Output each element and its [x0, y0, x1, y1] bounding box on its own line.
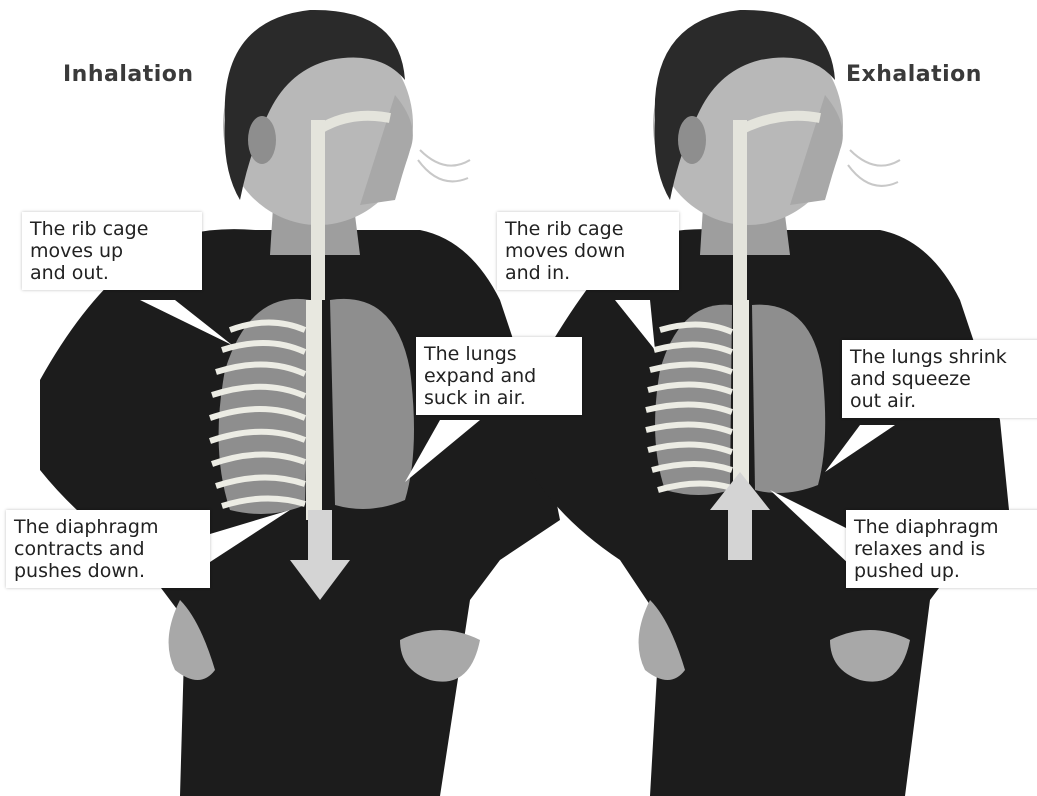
inhalation-rib-cage-callout: The rib cage moves up and out.	[22, 212, 202, 290]
callout-line: suck in air.	[424, 387, 574, 409]
callout-line: and squeeze	[850, 368, 1037, 390]
callout-line: The diaphragm	[854, 516, 1034, 538]
callout-line: and out.	[30, 262, 194, 284]
exhalation-diaphragm-callout: The diaphragm relaxes and is pushed up.	[846, 510, 1037, 588]
callout-line: The rib cage	[505, 218, 671, 240]
inhalation-breath-lines	[418, 150, 470, 181]
exhalation-rib-cage-callout: The rib cage moves down and in.	[497, 212, 679, 290]
callout-line: expand and	[424, 365, 574, 387]
exhalation-heading: Exhalation	[846, 62, 982, 87]
exhalation-sternum	[733, 300, 749, 500]
callout-line: relaxes and is	[854, 538, 1034, 560]
callout-line: contracts and	[14, 538, 202, 560]
callout-line: The diaphragm	[14, 516, 202, 538]
exhalation-ear	[678, 116, 706, 164]
callout-line: and in.	[505, 262, 671, 284]
inhalation-lungs-callout: The lungs expand and suck in air.	[416, 337, 582, 415]
callout-line: pushes down.	[14, 560, 202, 582]
inhalation-ear	[248, 116, 276, 164]
callout-line: out air.	[850, 390, 1037, 412]
inhalation-sternum	[306, 300, 322, 520]
callout-line: moves up	[30, 240, 194, 262]
callout-line: The lungs	[424, 343, 574, 365]
callout-line: The rib cage	[30, 218, 194, 240]
inhalation-heading: Inhalation	[63, 62, 194, 87]
callout-line: The lungs shrink	[850, 346, 1037, 368]
callout-line: moves down	[505, 240, 671, 262]
exhalation-lungs-callout: The lungs shrink and squeeze out air.	[842, 340, 1037, 418]
exhalation-breath-lines	[848, 150, 900, 186]
inhalation-diaphragm-callout: The diaphragm contracts and pushes down.	[6, 510, 210, 588]
callout-line: pushed up.	[854, 560, 1034, 582]
